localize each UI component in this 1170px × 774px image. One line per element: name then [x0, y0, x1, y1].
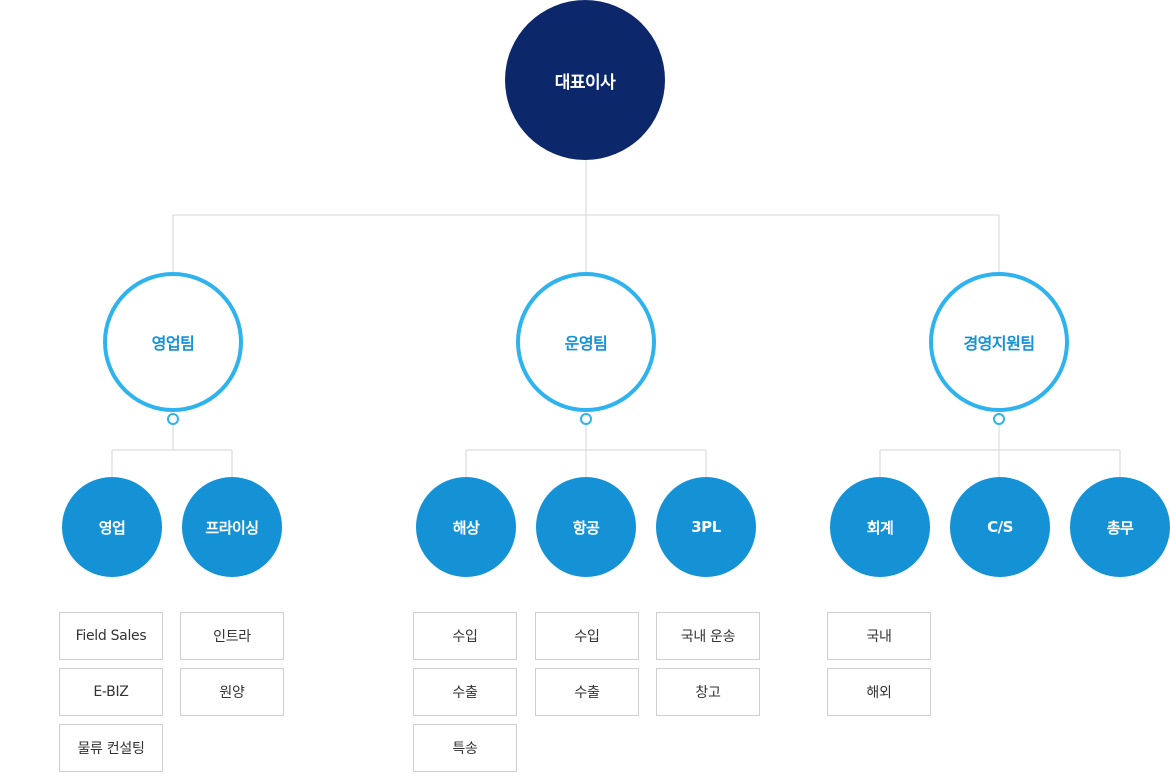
- sub-item-box: 국내: [827, 612, 931, 660]
- team-node-management-support: 경영지원팀: [929, 272, 1069, 412]
- sub-item-box: 해외: [827, 668, 931, 716]
- unit-node-ocean: 해상: [416, 477, 516, 577]
- sub-item-box: 수입: [413, 612, 517, 660]
- sub-item-box: 특송: [413, 724, 517, 772]
- connector-dot-operations: [580, 413, 592, 425]
- sub-item-box: 수출: [535, 668, 639, 716]
- ceo-node: 대표이사: [505, 0, 665, 160]
- sub-item-box: E-BIZ: [59, 668, 163, 716]
- sub-item-box: 원양: [180, 668, 284, 716]
- connector-dot-support: [993, 413, 1005, 425]
- sub-item-box: 국내 운송: [656, 612, 760, 660]
- sub-item-box: Field Sales: [59, 612, 163, 660]
- unit-node-3pl: 3PL: [656, 477, 756, 577]
- unit-node-general-affairs: 총무: [1070, 477, 1170, 577]
- team-node-sales: 영업팀: [103, 272, 243, 412]
- connector-dot-sales: [167, 413, 179, 425]
- sub-item-box: 물류 컨설팅: [59, 724, 163, 772]
- unit-node-cs: C/S: [950, 477, 1050, 577]
- sub-item-box: 수입: [535, 612, 639, 660]
- sub-item-box: 인트라: [180, 612, 284, 660]
- unit-node-air: 항공: [536, 477, 636, 577]
- sub-item-box: 수출: [413, 668, 517, 716]
- unit-node-sales: 영업: [62, 477, 162, 577]
- unit-node-accounting: 회계: [830, 477, 930, 577]
- unit-node-pricing: 프라이싱: [182, 477, 282, 577]
- team-node-operations: 운영팀: [516, 272, 656, 412]
- sub-item-box: 창고: [656, 668, 760, 716]
